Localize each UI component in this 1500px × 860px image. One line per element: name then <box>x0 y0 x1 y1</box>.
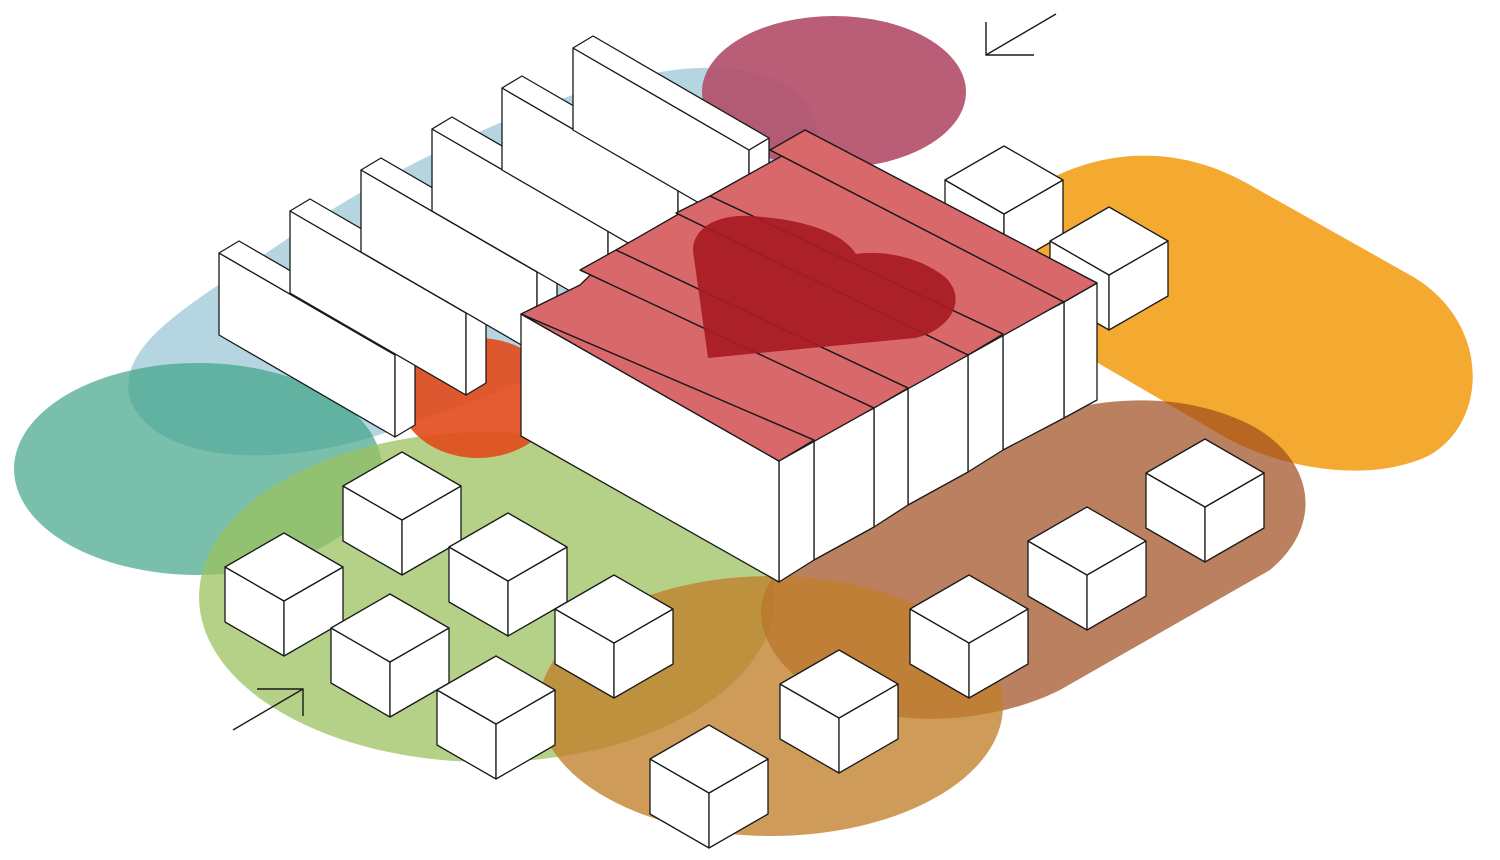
roof-edge-6 <box>520 313 815 441</box>
finger-1-side <box>1063 282 1098 419</box>
plum-zone <box>702 16 966 168</box>
top-right-arrow-icon <box>985 13 1057 56</box>
cube-building-11 <box>909 574 1029 699</box>
cube-building-2-top-face <box>1049 206 1169 276</box>
cube-building-4-top-face <box>224 532 344 602</box>
finger-2-side <box>967 333 1004 473</box>
cube-building-9-top-face <box>1145 438 1265 508</box>
cube-building-11-top-face <box>909 574 1029 644</box>
cube-building-3-top-face <box>342 451 462 521</box>
cube-building-12 <box>779 649 899 774</box>
cube-building-6 <box>330 593 450 718</box>
cube-building-7 <box>554 574 674 699</box>
cube-building-8 <box>436 655 556 780</box>
finger-3-side <box>873 387 909 528</box>
cube-buildings-layer <box>224 145 1265 849</box>
cube-building-10-top-face <box>1027 506 1147 576</box>
cube-building-3 <box>342 451 462 576</box>
arrow-shaft <box>232 688 304 731</box>
red-roof <box>520 129 1098 462</box>
arrow-shaft <box>985 13 1057 56</box>
cube-building-8-top-face <box>436 655 556 725</box>
heart-icon <box>693 215 956 358</box>
cube-building-13 <box>649 724 769 849</box>
bar-buildings-layer <box>218 35 770 438</box>
main-building-layer <box>520 129 1098 583</box>
bottom-left-arrow-icon <box>232 688 304 731</box>
cube-building-12-top-face <box>779 649 899 719</box>
slab-building-6-top-face <box>572 35 770 151</box>
cube-building-5 <box>448 512 568 637</box>
arrow-head <box>257 688 304 716</box>
roof-edge-1 <box>769 149 1065 303</box>
cube-building-7-top-face <box>554 574 674 644</box>
cube-building-1-top-face <box>944 145 1064 215</box>
cube-building-5-top-face <box>448 512 568 582</box>
cube-building-10 <box>1027 506 1147 631</box>
main-side <box>778 439 815 583</box>
arrows-layer <box>232 13 1057 731</box>
cube-building-4 <box>224 532 344 657</box>
cube-building-9 <box>1145 438 1265 563</box>
cube-building-6-top-face <box>330 593 450 663</box>
cube-building-13-top-face <box>649 724 769 794</box>
arrow-head <box>985 22 1034 56</box>
